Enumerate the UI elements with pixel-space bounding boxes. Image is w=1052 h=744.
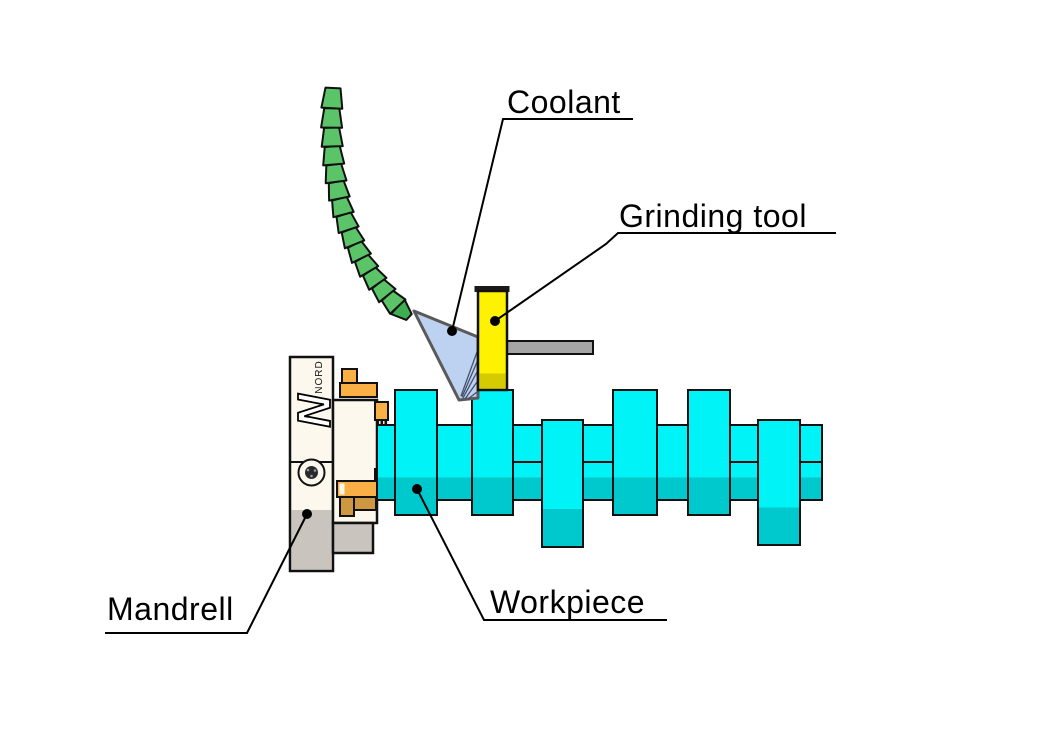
spark-hatch-line (467, 391, 478, 400)
hose-segment (322, 144, 346, 167)
mandrell-label: Mandrell (107, 591, 234, 627)
chuck-top-jaw (339, 368, 389, 425)
screw-dot (306, 468, 310, 472)
chuck-brand-text: NORD (314, 360, 325, 393)
jaw-slot (339, 483, 345, 495)
coolant-leader-line (451, 118, 633, 332)
mandrell-leader-line (105, 513, 308, 634)
brand-text: NORD (314, 360, 325, 393)
workpiece-down-web (757, 419, 801, 546)
chuck-brand-logo: N (287, 393, 341, 429)
chuck-screw (297, 458, 326, 487)
grinding-tool (474, 286, 510, 392)
spark-hatch-line (461, 361, 478, 398)
workpiece-web (612, 389, 658, 516)
jaw-step (339, 496, 355, 517)
workpiece-web (471, 389, 514, 516)
jaw-grip (374, 401, 389, 421)
chuck-mandrel: NORD N (287, 355, 389, 573)
coolant-hose (320, 86, 413, 321)
workpiece-web (687, 389, 731, 516)
tool-holder-arm (504, 340, 594, 355)
hose-segment (324, 162, 348, 185)
workpiece-leader-line (416, 488, 667, 621)
coolant-anchor-dot (447, 326, 457, 336)
hose-segment (320, 107, 344, 129)
jaw-tooth (384, 419, 388, 425)
chuck-gray-step (331, 521, 375, 555)
workpiece-anchor-dot (412, 484, 422, 494)
coolant-spray-cone (412, 309, 480, 402)
tool-wear-band (479, 373, 506, 389)
workpiece-segment (656, 424, 689, 501)
grinding-tool-anchor-dot (490, 316, 500, 326)
workpiece-crankshaft (376, 389, 823, 548)
grinding-tool-label: Grinding tool (619, 198, 807, 234)
mandrell-anchor-dot (302, 509, 312, 519)
brand-logo-letter: N (288, 394, 340, 428)
workpiece-segment (436, 424, 473, 501)
jaw-step (353, 496, 377, 511)
tool-top-cap (474, 286, 510, 292)
hose-segment (320, 126, 344, 148)
jaw-tooth (380, 419, 384, 425)
screw-dot (313, 469, 317, 472)
annotations (105, 118, 836, 634)
chuck-base-gray (291, 510, 332, 570)
spark-hatch-line (462, 371, 478, 399)
workpiece-down-web (541, 419, 584, 548)
workpiece-label: Workpiece (490, 584, 646, 620)
spark-hatch-line (460, 351, 478, 397)
workpiece-web (394, 389, 438, 516)
hose-segment (320, 86, 344, 110)
coolant-label: Coolant (507, 84, 621, 120)
grinding-tool-leader-line (494, 232, 836, 322)
spark-hatch-line (464, 381, 478, 400)
screw-dot (310, 474, 313, 478)
jaw-tooth (376, 419, 380, 425)
workpiece-segment (376, 424, 396, 501)
coolant-spray (412, 309, 480, 402)
jaw-block (339, 382, 378, 398)
